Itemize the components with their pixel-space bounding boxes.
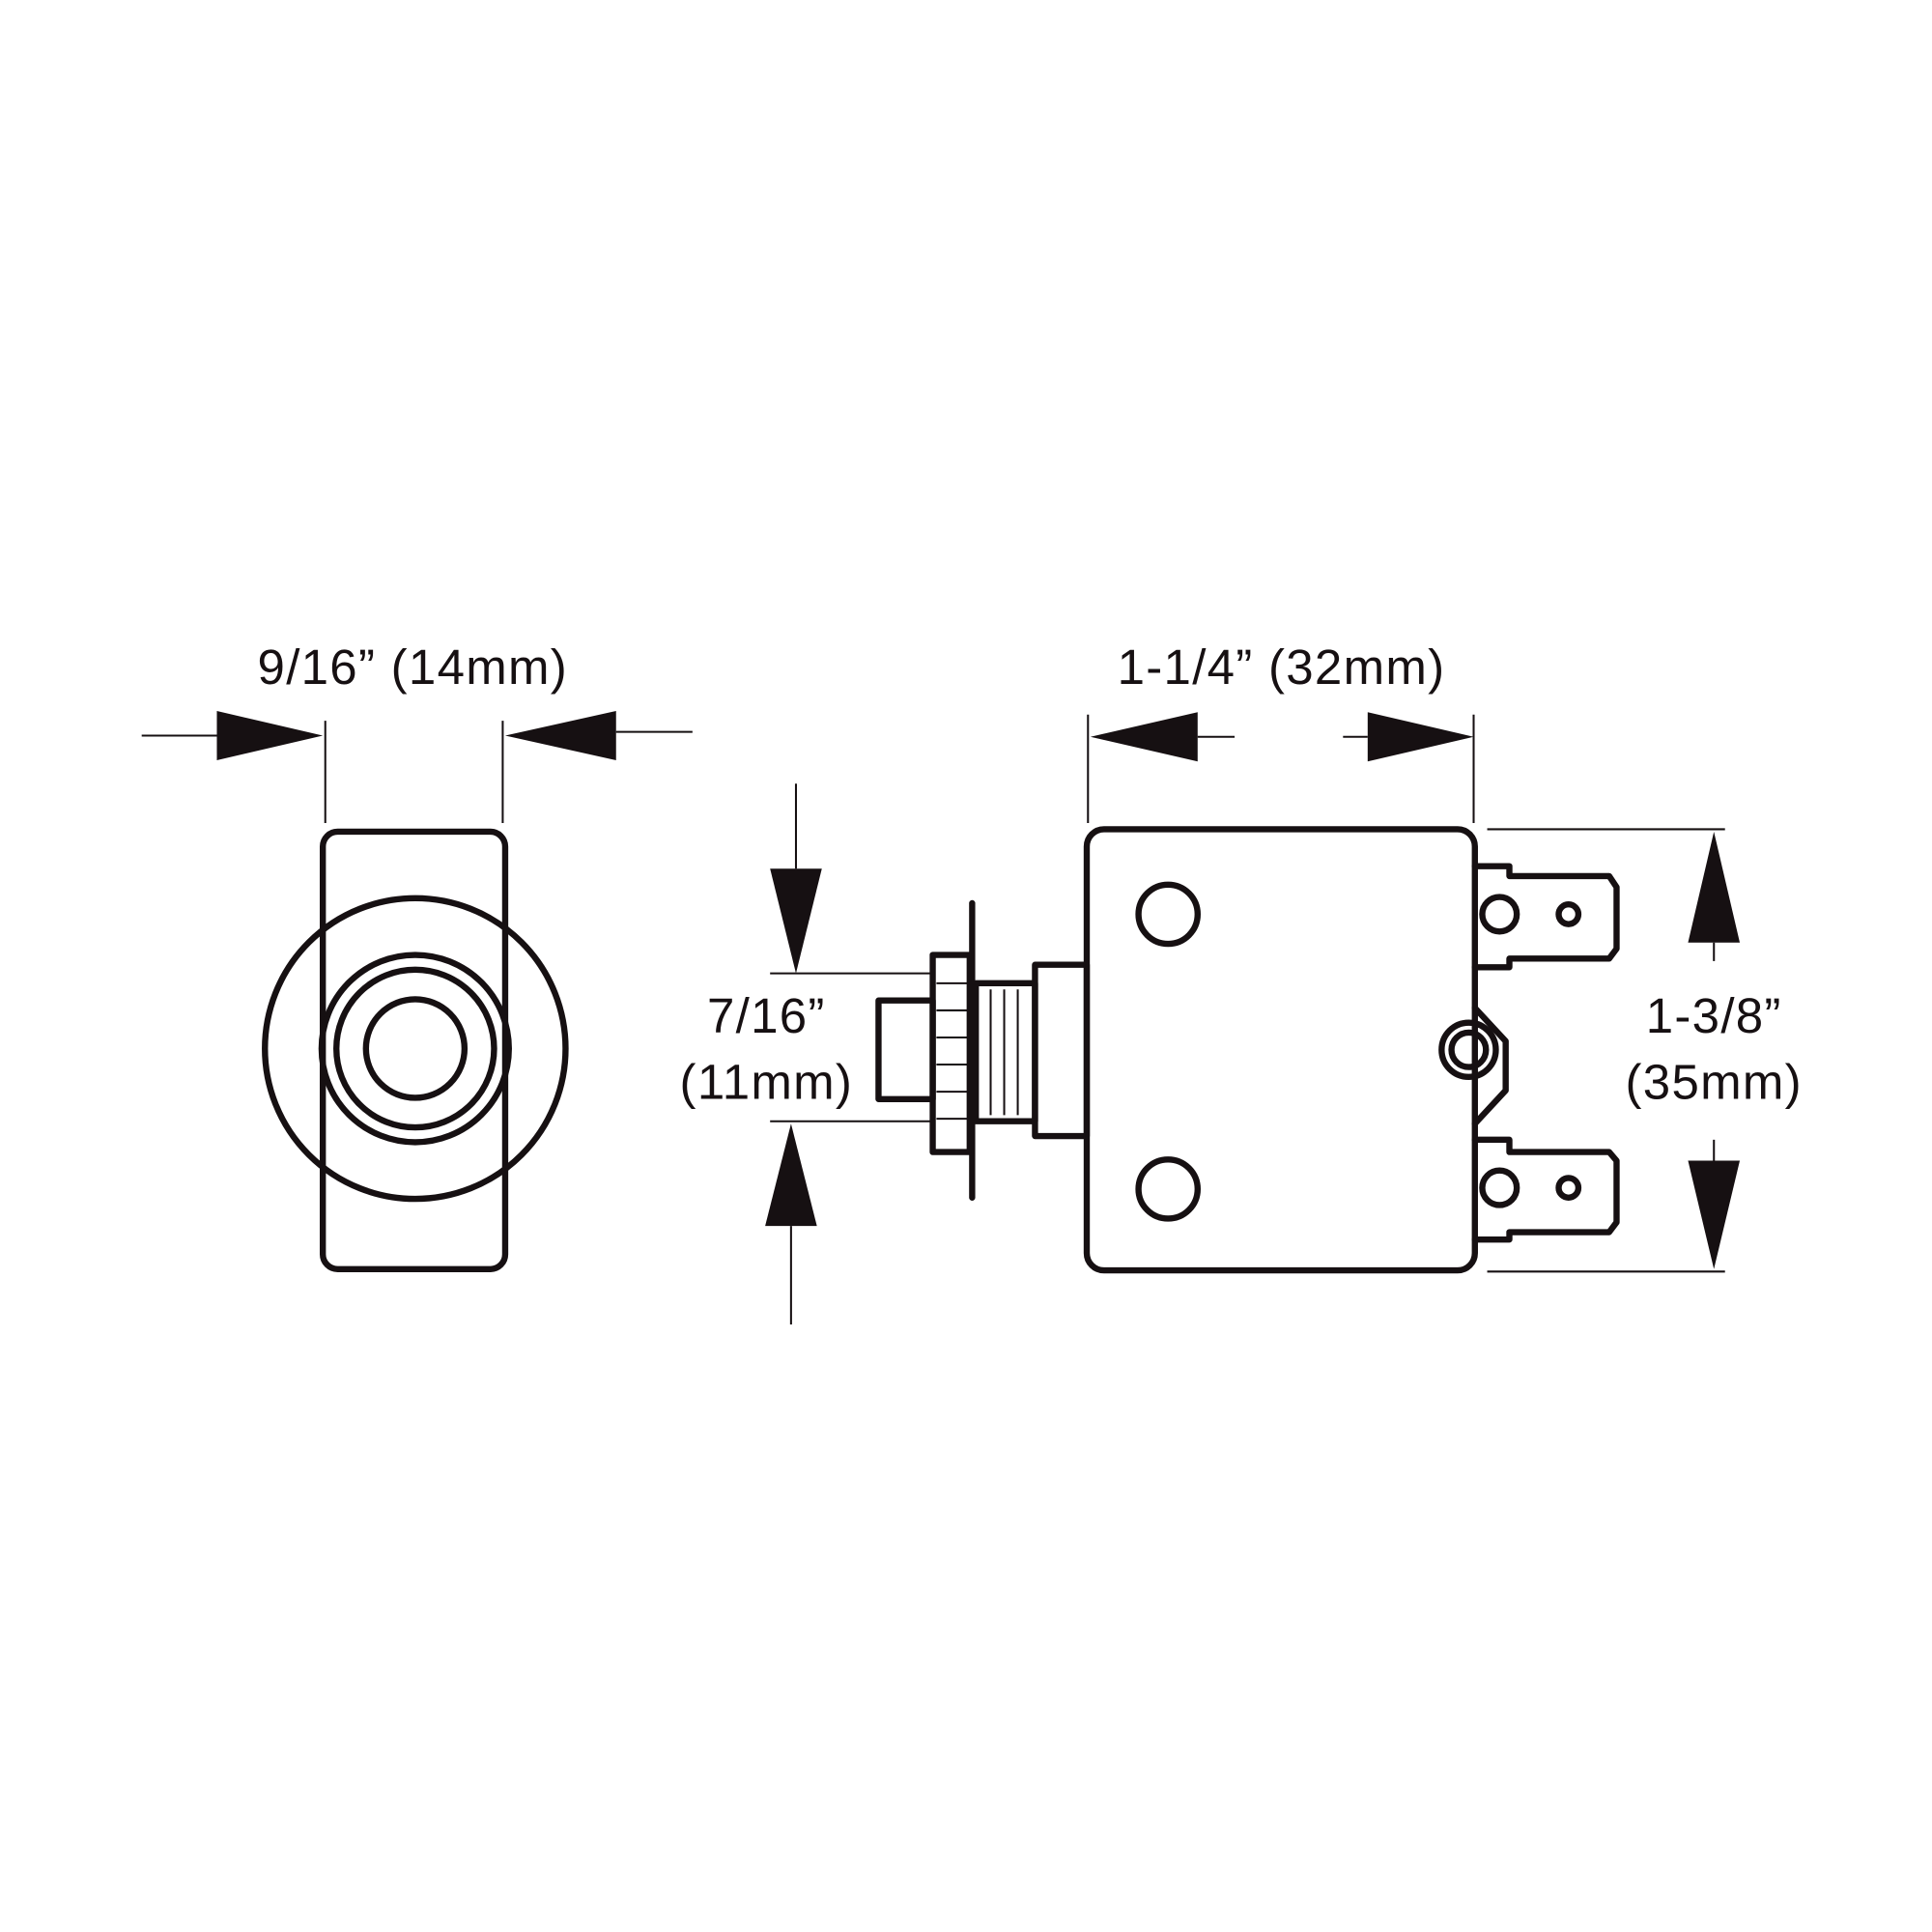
arrow-right-icon [1367,712,1474,762]
arrow-down-icon [770,868,822,974]
arrow-down-icon [1688,1160,1741,1269]
arrow-right-icon [216,710,324,760]
bushing-dimension: 7/16” (11mm) [680,783,933,1325]
bushing-label-inch: 7/16” [707,988,826,1043]
mounting-nut [929,952,974,1155]
terminal-bottom [1471,1136,1620,1243]
bushing-label-mm: (11mm) [680,1055,854,1110]
body-length-label: 1-1/4” (32mm) [1118,639,1446,695]
threaded-bushing [973,980,1038,1124]
front-view [262,828,569,1272]
mounting-hole-top [1135,881,1201,948]
breaker-body [1083,826,1478,1274]
arrow-left-icon [1090,712,1198,762]
nut-knurling [936,981,968,1121]
body-length-dimension: 1-1/4” (32mm) [1087,639,1475,824]
center-bracket [1438,1005,1509,1127]
height-label-inch: 1-3/8” [1646,988,1782,1043]
height-dimension: 1-3/8” (35mm) [1487,828,1803,1273]
front-flange [262,895,569,1203]
bushing-threads [989,989,1019,1116]
side-view [875,826,1620,1274]
terminal-top [1471,863,1620,971]
front-width-dimension: 9/16” (14mm) [141,639,693,824]
mounting-hole-bottom [1135,1156,1201,1222]
push-button [875,997,936,1102]
arrow-up-icon [765,1123,817,1227]
arrow-left-icon [504,710,616,760]
front-width-label: 9/16” (14mm) [258,639,568,695]
bushing-collar [1032,961,1091,1140]
arrow-up-icon [1688,831,1741,943]
front-ring-outer [318,952,512,1146]
front-ring-inner [333,966,497,1131]
height-label-mm: (35mm) [1626,1055,1803,1110]
front-button [362,996,469,1101]
